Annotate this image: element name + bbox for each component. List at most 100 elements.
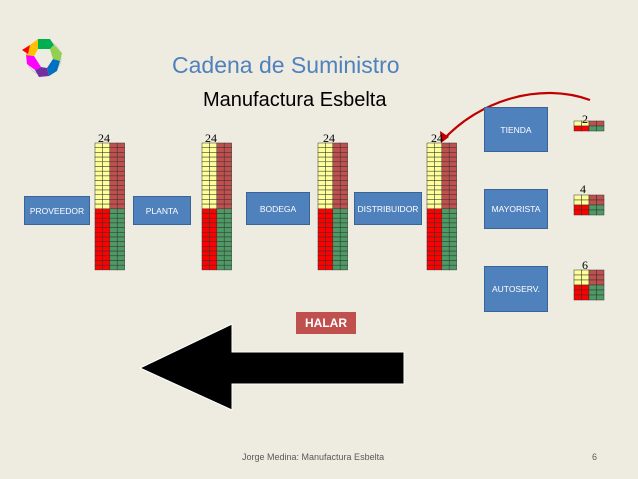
stock-cell bbox=[116, 199, 125, 205]
stock-cell bbox=[216, 180, 225, 186]
stock-cell bbox=[317, 241, 326, 247]
stock-cell bbox=[434, 189, 443, 195]
stock-cell bbox=[209, 156, 218, 163]
stock-cell bbox=[201, 232, 210, 238]
stock-cell bbox=[116, 166, 125, 172]
stock-cell bbox=[441, 166, 450, 172]
stock-cell bbox=[448, 147, 457, 153]
stock-cell bbox=[223, 161, 232, 167]
stock-cell bbox=[332, 250, 341, 257]
stock-cell bbox=[434, 166, 443, 172]
stock-cell bbox=[339, 208, 348, 214]
stock-cell bbox=[209, 175, 218, 181]
stock-cell bbox=[426, 217, 435, 224]
stock-cell bbox=[109, 199, 118, 205]
stock-cell bbox=[116, 250, 125, 257]
retail-stock-cell bbox=[573, 204, 582, 211]
stock-cell bbox=[339, 170, 348, 177]
stock-cell bbox=[325, 203, 334, 210]
stock-cell bbox=[448, 194, 457, 200]
stock-cell bbox=[317, 175, 326, 181]
node-proveedor: PROVEEDOR bbox=[24, 196, 90, 225]
stock-cell bbox=[223, 166, 232, 172]
stock-cell bbox=[216, 264, 225, 271]
node-distribuidor: DISTRIBUIDOR bbox=[354, 192, 422, 225]
stock-cell bbox=[102, 227, 111, 233]
stock-cell bbox=[102, 232, 111, 238]
stock-cell bbox=[332, 152, 341, 158]
stock-cell bbox=[201, 199, 210, 205]
stock-cell bbox=[325, 236, 334, 242]
stock-cell bbox=[339, 185, 348, 191]
stock-cell bbox=[332, 217, 341, 224]
stock-cell bbox=[332, 189, 341, 195]
stock-cell bbox=[332, 199, 341, 205]
stock-cell bbox=[339, 194, 348, 200]
stock-cell bbox=[317, 156, 326, 163]
stock-cell bbox=[317, 147, 326, 153]
stock-cell bbox=[209, 166, 218, 172]
stock-cell bbox=[441, 185, 450, 191]
stock-cell bbox=[223, 199, 232, 205]
stock-cell bbox=[223, 147, 232, 153]
stock-cell bbox=[426, 180, 435, 186]
stock-cell bbox=[223, 189, 232, 195]
stock-cell bbox=[201, 222, 210, 228]
stock-cell bbox=[332, 246, 341, 252]
inventory-stack-0 bbox=[94, 142, 125, 271]
stock-cell bbox=[102, 152, 111, 158]
stock-cell bbox=[116, 241, 125, 247]
stock-cell bbox=[109, 170, 118, 177]
stock-cell bbox=[448, 142, 457, 148]
stock-cell bbox=[94, 194, 103, 200]
stock-cell bbox=[441, 241, 450, 247]
stock-cell bbox=[448, 260, 457, 266]
stock-cell bbox=[317, 217, 326, 224]
stock-cell bbox=[426, 203, 435, 210]
stock-cell bbox=[426, 194, 435, 200]
stock-cell bbox=[109, 250, 118, 257]
stock-cell bbox=[325, 194, 334, 200]
stock-cell bbox=[209, 246, 218, 252]
stock-cell bbox=[325, 170, 334, 177]
pull-arrow bbox=[138, 323, 405, 411]
stock-cell bbox=[434, 156, 443, 163]
stock-cell bbox=[426, 156, 435, 163]
stock-cell bbox=[223, 180, 232, 186]
stock-cell bbox=[434, 180, 443, 186]
stock-cell bbox=[216, 208, 225, 214]
retail-stock-cell bbox=[581, 209, 590, 216]
stock-cell bbox=[332, 222, 341, 228]
stock-cell bbox=[448, 250, 457, 257]
stock-cell bbox=[434, 199, 443, 205]
stock-cell bbox=[102, 147, 111, 153]
stock-cell bbox=[109, 227, 118, 233]
stock-cell bbox=[332, 208, 341, 214]
stock-cell bbox=[116, 170, 125, 177]
stock-cell bbox=[216, 246, 225, 252]
stock-cell bbox=[102, 208, 111, 214]
stock-cell bbox=[332, 241, 341, 247]
stock-cell bbox=[102, 185, 111, 191]
stock-cell bbox=[216, 189, 225, 195]
stock-cell bbox=[116, 194, 125, 200]
stock-cell bbox=[201, 185, 210, 191]
stock-cell bbox=[201, 147, 210, 153]
stock-cell bbox=[116, 180, 125, 186]
stock-cell bbox=[94, 250, 103, 257]
retail-stock-cell bbox=[588, 289, 597, 296]
stock-cell bbox=[216, 147, 225, 153]
stock-cell bbox=[102, 161, 111, 167]
stock-cell bbox=[339, 180, 348, 186]
stock-cell bbox=[332, 255, 341, 261]
stock-cell bbox=[109, 152, 118, 158]
stock-cell bbox=[339, 241, 348, 247]
stock-cell bbox=[339, 156, 348, 163]
stock-cell bbox=[102, 189, 111, 195]
stock-cell bbox=[317, 185, 326, 191]
node-autoserv: AUTOSERV. bbox=[484, 266, 548, 312]
stock-cell bbox=[201, 250, 210, 257]
stock-cell bbox=[102, 166, 111, 172]
stock-cell bbox=[448, 152, 457, 158]
stock-cell bbox=[317, 260, 326, 266]
